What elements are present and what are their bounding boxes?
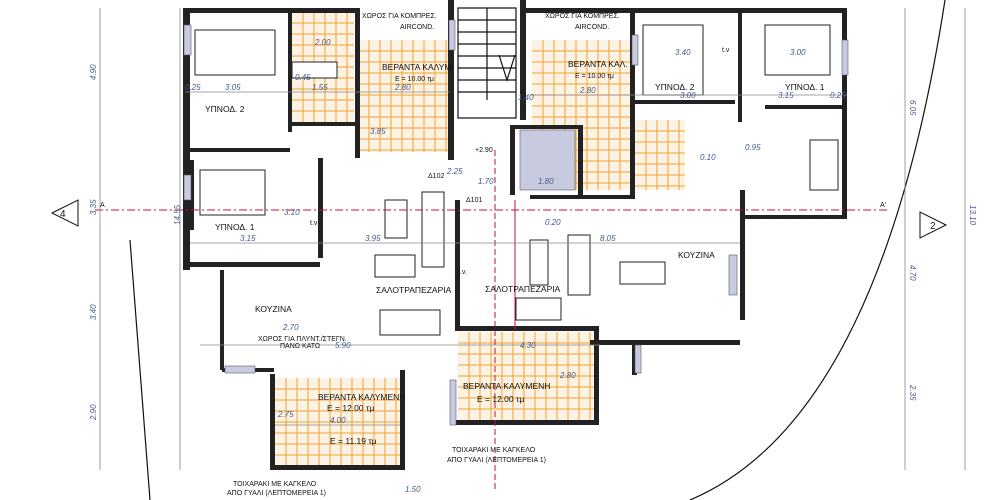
dimension-label: 1.55 [312, 83, 328, 92]
dimension-label: 3.35 [89, 199, 98, 215]
room-label: ΣΑΛΟΤΡΑΠΕΖΑΡΙΑ [376, 285, 452, 295]
note-laundry: ΧΩΡΟΣ ΓΙΑ ΠΛΥΝΤ./ΣΤΕΓΝ. [258, 336, 347, 343]
room-label: ΒΕΡΑΝΤΑ ΚΑΛΥΜΕΝΗ [463, 381, 550, 391]
dimension-lines [99, 8, 966, 470]
dimension-label: 2.75 [277, 410, 294, 419]
dimension-label: 4.90 [89, 64, 98, 80]
dimension-label: 3.05 [225, 83, 241, 92]
level-marker: +2.90 [475, 147, 493, 154]
room-label: AIRCOND. [575, 24, 609, 31]
dimension-label: 2.80 [559, 371, 576, 380]
dimension-label: 1.80 [538, 177, 554, 186]
dimension-label: 0.45 [295, 73, 311, 82]
note-tv: t.v [310, 220, 318, 227]
note-tv: t.v [722, 47, 730, 54]
room-area: E = 12.00 τμ [477, 394, 524, 404]
dimension-label: 3.15 [778, 91, 794, 100]
dimension-label: 3.40 [675, 48, 691, 57]
windows [183, 19, 849, 426]
dimension-label: 1.70 [478, 177, 494, 186]
room-label: ΒΕΡΑΝΤΑ ΚΑΛΥΜ. [382, 62, 454, 72]
dimension-label: 0.10 [700, 153, 716, 162]
room-label: ΥΠΝΟΔ. 1 [215, 222, 255, 232]
note-railing: ΤΟΙΧΑΡΑΚΙ ΜΕ ΚΑΓΚΕΛΟ [233, 481, 317, 488]
dimension-labels: 3.05 1.55 2.80 2.00 0.45 3.85 2.80 3.00 … [89, 38, 977, 494]
room-area: E = 10.00 τμ [395, 76, 434, 83]
dimension-label: 1.50 [405, 485, 421, 494]
notes: ΧΩΡΟΣ ΓΙΑ ΠΛΥΝΤ./ΣΤΕΓΝ. ΠΑΝΩ ΚΑΤΩ ΤΟΙΧΑΡ… [227, 47, 730, 497]
section-marker-right-label: 2 [930, 221, 936, 232]
room-area: E = 11.19 τμ [330, 436, 377, 446]
room-label: ΚΟΥΖΙΝΑ [255, 304, 292, 314]
axis-label-left: A [100, 202, 105, 209]
dimension-label: 3.00 [790, 48, 806, 57]
dimension-label: 0.25 [185, 83, 201, 92]
dimension-label: 5.90 [335, 341, 351, 350]
dimension-label: 3.15 [240, 234, 256, 243]
room-label: ΧΩΡΟΣ ΓΙΑ ΚΟΜΠΡΕΣ. [362, 13, 437, 20]
walls [183, 0, 847, 470]
dimension-label: 13.10 [968, 205, 977, 226]
room-area: E = 12.00 τμ [327, 403, 374, 413]
dimension-label: 3.10 [284, 208, 300, 217]
room-label: AIRCOND. [400, 24, 434, 31]
note-railing: ΤΟΙΧΑΡΑΚΙ ΜΕ ΚΑΓΚΕΛΟ [452, 447, 536, 454]
dimension-label: 3.85 [370, 127, 386, 136]
dimension-label: 2.70 [282, 323, 299, 332]
axis-label-right: A' [880, 202, 886, 209]
dimension-label: 3.40 [89, 304, 98, 320]
room-label: ΧΩΡΟΣ ΓΙΑ ΚΟΜΠΡΕΣ. [545, 13, 620, 20]
door-tag: Δ101 [466, 197, 482, 204]
note-laundry: ΠΑΝΩ ΚΑΤΩ [280, 343, 320, 350]
dimension-label: 8.05 [600, 234, 616, 243]
dimension-label: 0.25 [830, 91, 846, 100]
plot-boundary-left [129, 239, 151, 500]
room-label: ΚΟΥΖΙΝΑ [678, 250, 715, 260]
plot-boundary [689, 0, 946, 500]
dimension-label: 2.25 [446, 167, 463, 176]
furniture [194, 24, 839, 336]
dimension-label: 3.95 [365, 234, 381, 243]
note-railing: ΑΠΟ ΓΥΑΛΙ (ΛΕΠΤΟΜΕΡΕΙΑ 1) [447, 457, 546, 464]
room-label: ΥΠΝΟΔ. 1 [785, 82, 825, 92]
dimension-label: 2.35 [908, 384, 917, 401]
section-marker-left-label: 4 [60, 209, 66, 220]
dimension-label: 2.80 [579, 86, 596, 95]
room-labels: ΥΠΝΟΔ. 2 ΥΠΝΟΔ. 1 ΥΠΝΟΔ. 2 ΥΠΝΟΔ. 1 ΧΩΡΟ… [205, 13, 825, 446]
section-marker-right: 2 [919, 211, 948, 239]
room-label: ΥΠΝΟΔ. 2 [205, 104, 245, 114]
room-area: E = 10.00 τμ [575, 73, 614, 80]
room-label: ΣΑΛΟΤΡΑΠΕΖΑΡΙΑ [485, 284, 561, 294]
staircase [457, 7, 517, 119]
note-tv: t.v. [458, 269, 467, 276]
dimension-label: 2.90 [89, 404, 98, 421]
room-label: ΒΕΡΑΝΤΑ ΚΑΛ. [568, 59, 628, 69]
dimension-label: 1.40 [518, 93, 534, 102]
dimension-label: 2.80 [394, 83, 411, 92]
dimension-label: 14.55 [173, 204, 182, 225]
dimension-label: 6.05 [908, 100, 917, 116]
dimension-label: 4.00 [330, 416, 346, 425]
dimension-label: 0.20 [545, 218, 561, 227]
door-tag: Δ102 [428, 173, 444, 180]
dimension-label: 4.70 [908, 265, 917, 281]
section-marker-left: 4 [50, 199, 79, 227]
dimension-label: 4.30 [520, 341, 536, 350]
dimension-label: 2.00 [314, 38, 331, 47]
room-label: ΥΠΝΟΔ. 2 [655, 82, 695, 92]
room-label: ΒΕΡΑΝΤΑ ΚΑΛΥΜΕΝΗ [318, 392, 405, 402]
note-railing: ΑΠΟ ΓΥΑΛΙ (ΛΕΠΤΟΜΕΡΕΙΑ 1) [227, 490, 326, 497]
dimension-label: 0.95 [745, 143, 761, 152]
dimension-label: 3.00 [680, 91, 696, 100]
